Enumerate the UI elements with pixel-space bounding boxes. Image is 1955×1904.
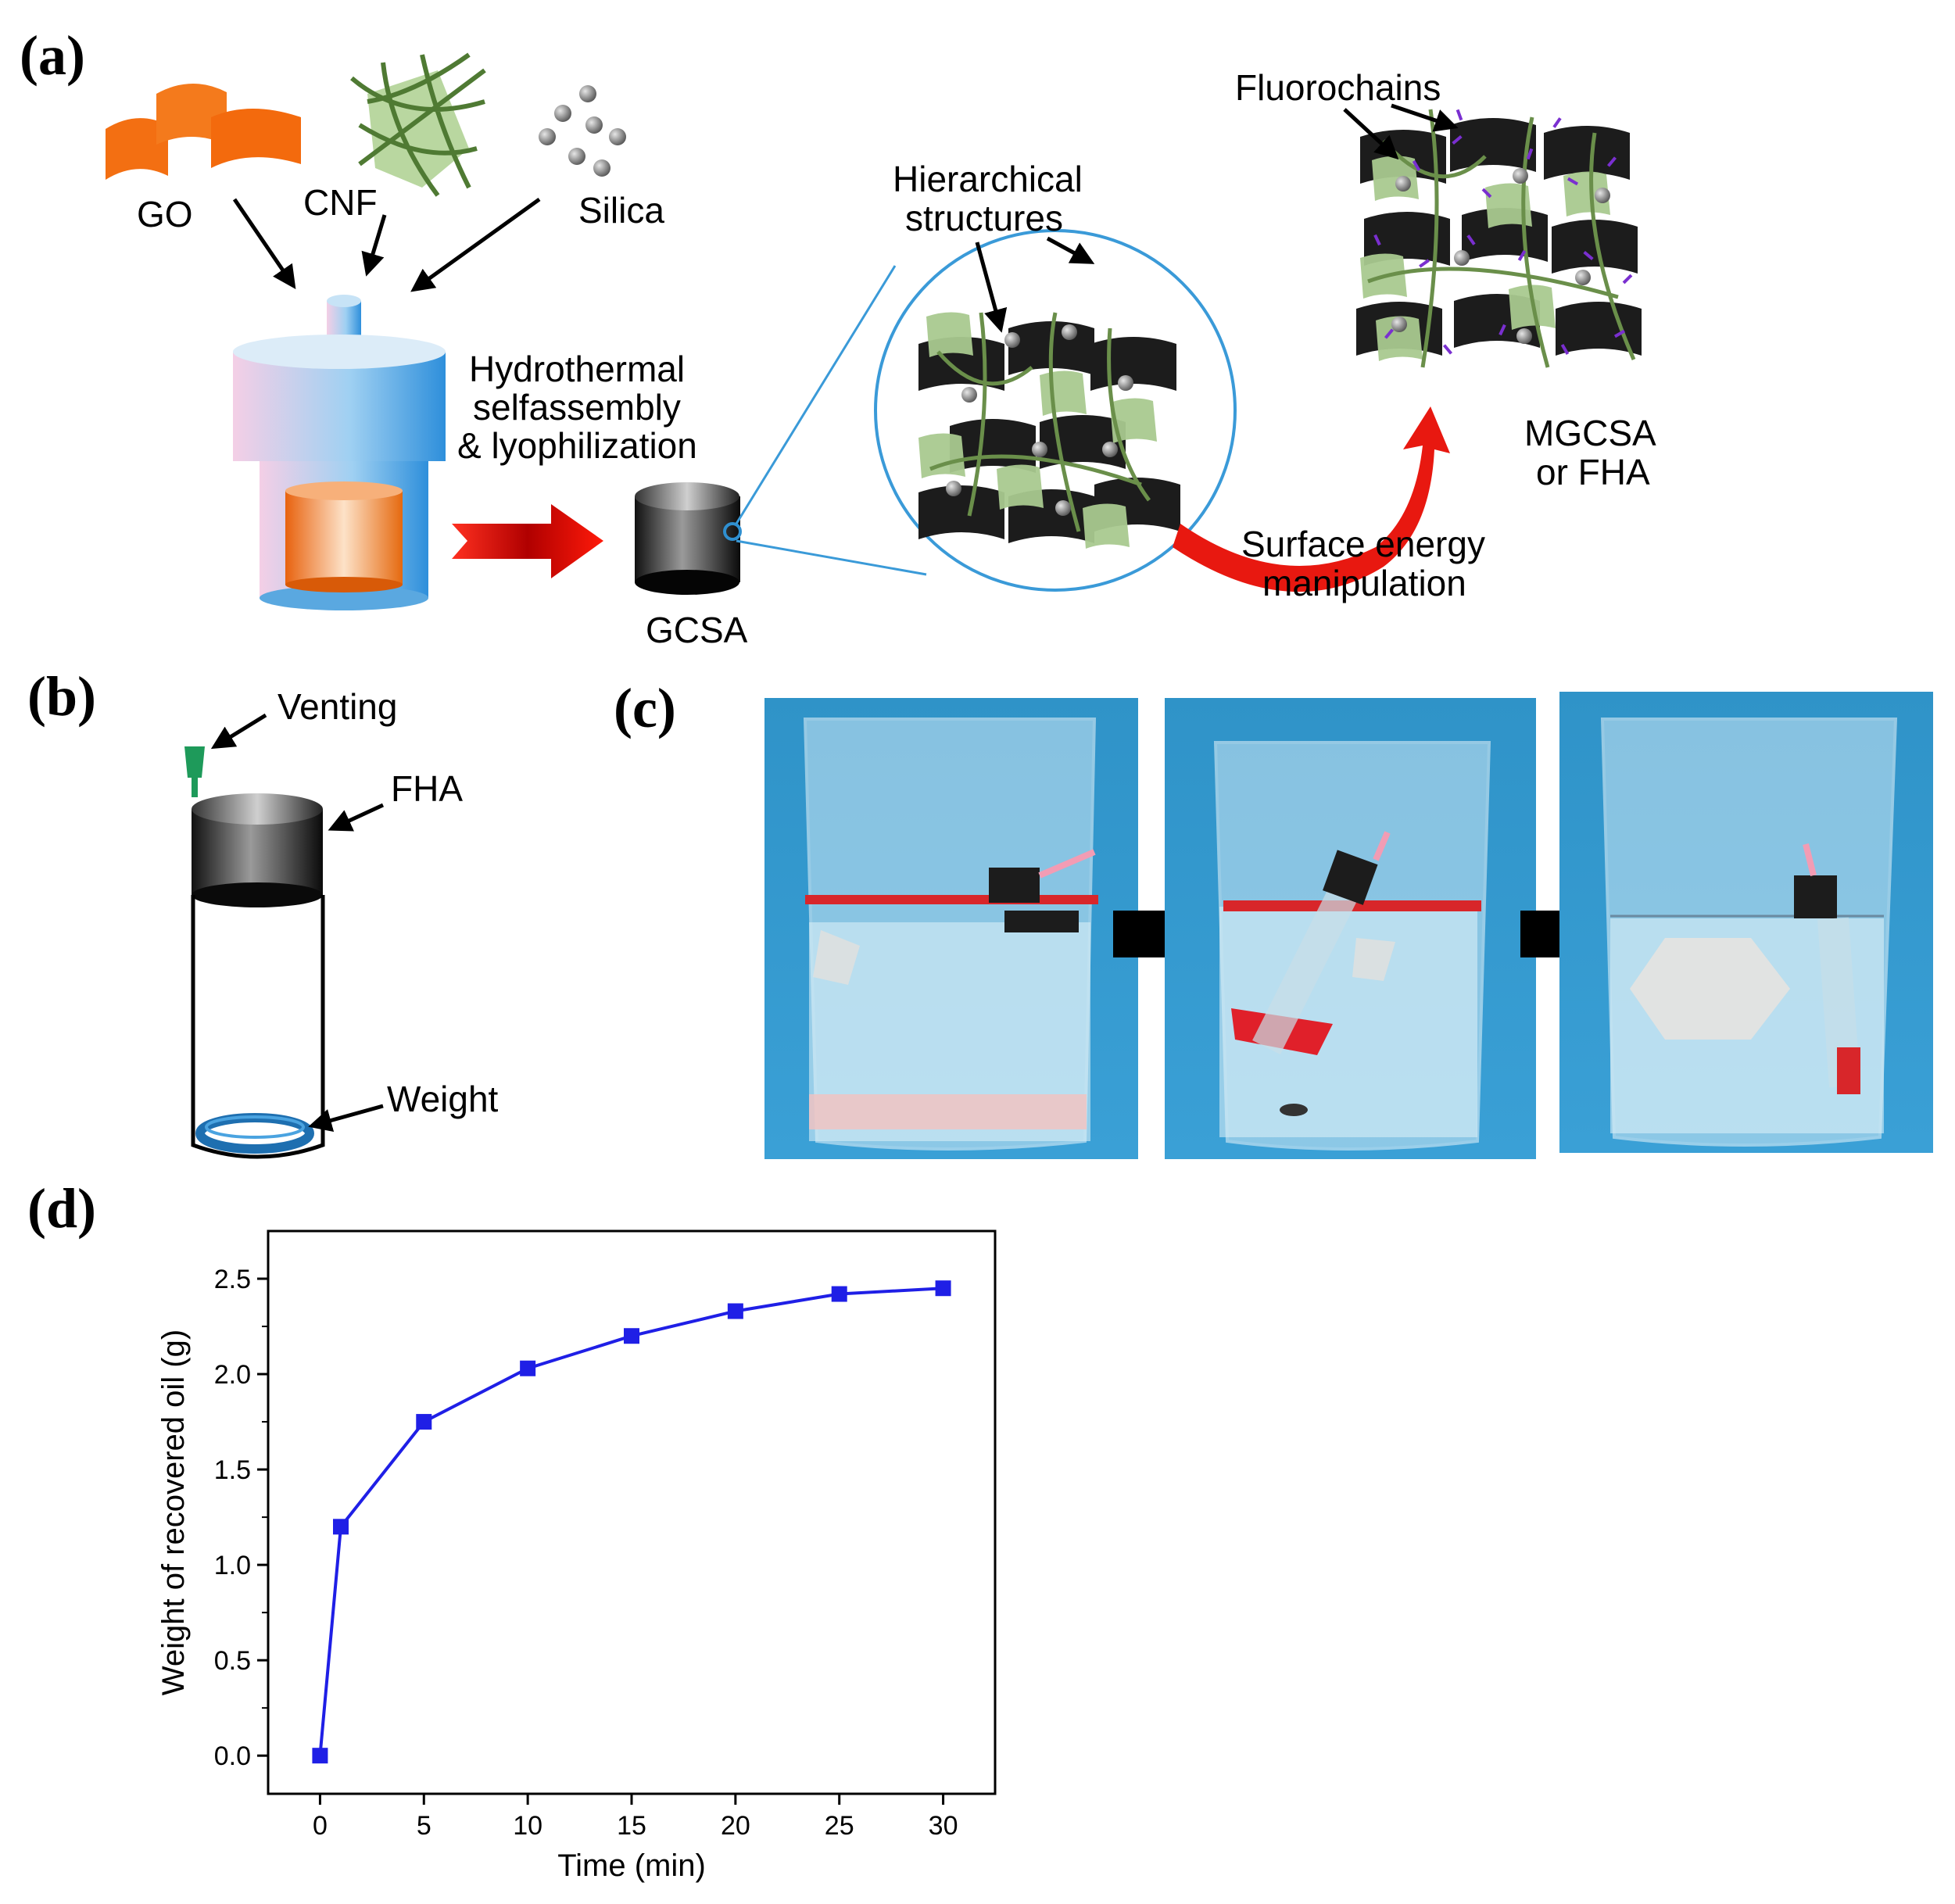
y-tick-label: 2.5 xyxy=(214,1265,251,1294)
hierarchical-line-2: structures xyxy=(905,198,1063,238)
panel-label-d: (d) xyxy=(27,1177,96,1240)
y-axis-title: Weight of recovered oil (g) xyxy=(156,1330,191,1695)
weight-ring-icon xyxy=(195,1113,314,1154)
panel-label-b: (b) xyxy=(27,665,96,728)
fluorochains-label: Fluorochains xyxy=(1235,67,1441,108)
data-point xyxy=(624,1328,639,1344)
container-tube-icon xyxy=(191,895,325,1159)
surface-line-2: manipulation xyxy=(1262,563,1466,603)
data-point xyxy=(520,1360,536,1376)
data-point xyxy=(935,1280,951,1297)
silica-label: Silica xyxy=(578,190,664,231)
go-label: GO xyxy=(137,194,193,234)
panel-a: GO CNF Silica xyxy=(106,52,1656,650)
x-tick-label: 5 xyxy=(417,1811,431,1841)
mgcsa-structure-icon xyxy=(1356,109,1642,368)
hydrothermal-reactor-icon xyxy=(233,295,446,610)
weight-label: Weight xyxy=(387,1079,499,1119)
arrow-cnf xyxy=(361,214,387,277)
venting-label: Venting xyxy=(277,686,397,727)
hierarchical-structure-icon xyxy=(874,229,1237,592)
data-point xyxy=(831,1286,847,1302)
x-tick-label: 0 xyxy=(313,1811,328,1841)
photo-beaker-2 xyxy=(1165,698,1536,1159)
x-axis-title: Time (min) xyxy=(557,1849,706,1883)
cnf-mesh-icon xyxy=(350,52,486,197)
x-tick-label: 15 xyxy=(617,1811,646,1841)
panel-label-a: (a) xyxy=(20,24,85,87)
y-tick-label: 1.5 xyxy=(214,1455,251,1485)
gcsa-cylinder-icon xyxy=(635,482,742,595)
surface-arrow-icon xyxy=(1173,406,1450,592)
surface-line-1: Surface energy xyxy=(1241,524,1485,564)
process-arrow-icon xyxy=(452,504,603,578)
arrow-fluorochains-2 xyxy=(1391,103,1459,132)
venting-needle-icon xyxy=(184,746,205,797)
panel-c xyxy=(764,692,1933,1159)
chart-plot-frame xyxy=(267,1229,997,1795)
arrow-silica xyxy=(410,197,541,292)
data-point xyxy=(727,1303,743,1319)
y-tick-label: 0.0 xyxy=(214,1741,251,1771)
y-tick-label: 2.0 xyxy=(214,1360,251,1390)
process-line-2: selfassembly xyxy=(473,387,681,428)
arrow-hierarchical-1 xyxy=(975,242,1008,333)
process-line-3: & lyophilization xyxy=(457,425,697,466)
y-tick-label: 1.0 xyxy=(214,1551,251,1580)
x-tick-label: 10 xyxy=(513,1811,542,1841)
arrow-weight xyxy=(308,1104,384,1133)
arrow-fha xyxy=(328,803,385,832)
arrow-hierarchical-2 xyxy=(1046,236,1095,264)
y-tick-label: 0.5 xyxy=(214,1646,251,1676)
data-point xyxy=(312,1748,328,1764)
x-tick-label: 20 xyxy=(721,1811,750,1841)
photo-beaker-3 xyxy=(1559,692,1933,1153)
go-sheets-icon xyxy=(106,83,301,180)
data-point xyxy=(416,1414,432,1430)
gcsa-label: GCSA xyxy=(646,610,748,650)
x-tick-label: 30 xyxy=(929,1811,958,1841)
cnf-label: CNF xyxy=(303,182,378,223)
panel-label-c: (c) xyxy=(614,677,676,739)
fha-label: FHA xyxy=(391,768,463,809)
arrow-venting xyxy=(210,713,267,750)
hierarchical-line-1: Hierarchical xyxy=(893,159,1083,199)
arrow-go xyxy=(232,198,296,289)
x-tick-label: 25 xyxy=(825,1811,854,1841)
product-line-1: MGCSA xyxy=(1524,413,1656,453)
arrow-fluorochains-1 xyxy=(1343,108,1399,160)
fha-cylinder-icon xyxy=(192,793,323,907)
process-line-1: Hydrothermal xyxy=(469,349,685,389)
y-ticks: 0.0 0.5 1.0 1.5 2.0 2.5 xyxy=(214,1265,268,1771)
panel-d-chart: 0 5 10 15 20 25 30 0.0 0.5 1.0 1.5 2.0 2.5 Time (mi… xyxy=(156,1229,997,1883)
product-line-2: or FHA xyxy=(1536,452,1650,492)
photo-beaker-1 xyxy=(764,698,1138,1159)
panel-b: Venting FHA Weight xyxy=(184,686,499,1159)
series-markers xyxy=(312,1280,951,1764)
data-point xyxy=(333,1519,349,1535)
x-ticks: 0 5 10 15 20 25 30 xyxy=(313,1794,958,1841)
zoom-line-bottom xyxy=(736,539,927,576)
zoom-line-top xyxy=(735,265,897,524)
silica-particles-icon xyxy=(539,85,626,177)
series-line xyxy=(318,1287,943,1756)
